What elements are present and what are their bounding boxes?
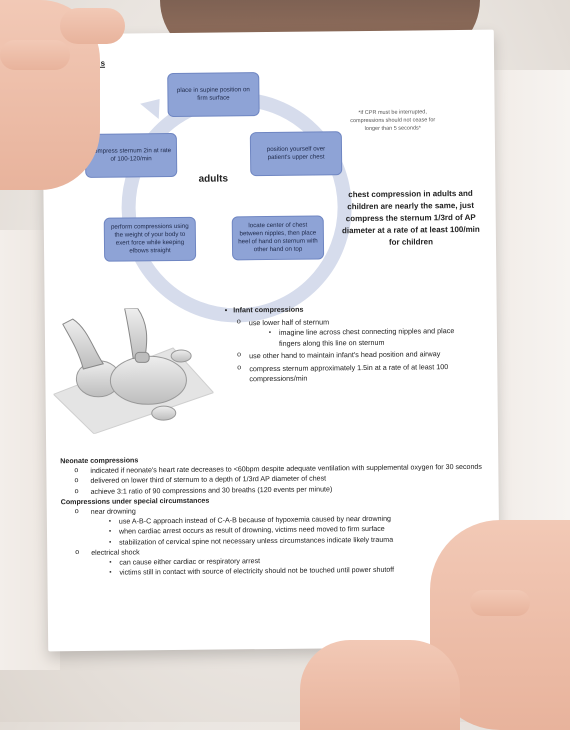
finger-top-left	[60, 8, 125, 44]
infant-heading: Infant compressions	[233, 303, 475, 316]
list-item: imagine line across chest connecting nip…	[269, 326, 475, 349]
cycle-arrow-icon	[140, 91, 169, 120]
hand-bottom-center	[300, 640, 460, 730]
finger-top-left-lower	[0, 40, 70, 70]
bottom-section: Neonate compressions indicated if neonat…	[60, 452, 491, 579]
infant-section: Infant compressions use lower half of st…	[225, 303, 476, 385]
cycle-ring	[120, 91, 353, 324]
side-note: *if CPR must be interrupted, compression…	[350, 109, 436, 133]
cycle-center-label: adults	[198, 173, 229, 185]
paper-sheet: mpressions place in supine position on f…	[41, 29, 501, 652]
list-item: use other hand to maintain infant's head…	[237, 349, 475, 362]
cycle-step-1: place in supine position on firm surface	[167, 72, 260, 118]
bold-note: chest compression in adults and children…	[341, 188, 480, 247]
infant-illustration	[52, 307, 214, 435]
cycle-step-2: position yourself over patient's upper c…	[249, 131, 343, 177]
finger-bottom-right	[470, 590, 530, 616]
cycle-step-3: locate center of chest between nipples, …	[231, 215, 325, 261]
cycle-step-4: perform compressions using the weight of…	[103, 216, 197, 262]
list-item: compress sternum approximately 1.5in at …	[237, 361, 475, 384]
